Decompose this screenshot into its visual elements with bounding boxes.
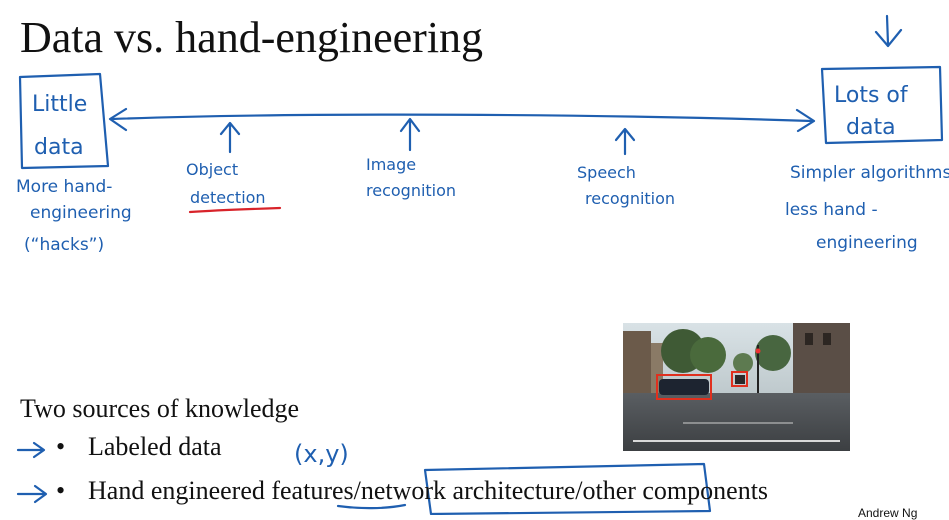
bullet-dot: • xyxy=(56,476,66,505)
xy-note: (x,y) xyxy=(294,440,349,468)
right-box-line-2: data xyxy=(846,115,896,140)
bullet-text: Hand engineered features/network archite… xyxy=(88,476,769,505)
down-arrow-icon xyxy=(874,14,903,48)
task-image-line-2: recognition xyxy=(366,181,456,200)
task-speech-line-2: recognition xyxy=(585,189,675,208)
bullet-heading: Two sources of knowledge xyxy=(20,394,300,423)
right-box-line-1: Lots of xyxy=(834,83,909,108)
axis-left-arrowhead-icon xyxy=(108,107,128,132)
bullet-arrow-icon xyxy=(16,484,48,504)
right-note-line-2: less hand - xyxy=(785,200,878,220)
task-speech-line-1: Speech xyxy=(577,163,636,182)
features-underline xyxy=(336,503,407,510)
author-credit: Andrew Ng xyxy=(858,506,918,520)
street-scene xyxy=(623,323,850,451)
detection-box xyxy=(731,371,748,387)
task-arrow-icon xyxy=(219,121,241,154)
axis-right-arrowhead-icon xyxy=(795,108,816,133)
left-note-line-1: More hand- xyxy=(16,177,112,197)
bullet-item: • Labeled data xyxy=(56,432,222,462)
bullet-item: • Hand engineered features/network archit… xyxy=(56,476,768,506)
task-arrow-icon xyxy=(399,117,421,152)
right-note-line-3: engineering xyxy=(816,233,918,253)
red-underline xyxy=(188,206,282,214)
task-object-line-1: Object xyxy=(186,160,238,179)
task-object-line-2: detection xyxy=(190,188,266,207)
left-note-line-3: (“hacks”) xyxy=(24,235,104,255)
left-box-line-1: Little xyxy=(32,92,87,117)
street-photo xyxy=(623,323,850,451)
slide-title: Data vs. hand-engineering xyxy=(20,13,484,62)
architecture-box xyxy=(423,462,712,515)
right-box xyxy=(820,65,944,145)
task-image-line-1: Image xyxy=(366,155,416,174)
left-note-line-2: engineering xyxy=(30,203,132,223)
axis-line xyxy=(110,113,814,123)
bullet-arrow-icon xyxy=(16,441,46,459)
right-note-line-1: Simpler algorithms xyxy=(790,163,949,183)
bullet-text: Labeled data xyxy=(88,432,222,461)
left-box xyxy=(18,72,110,170)
left-box-line-2: data xyxy=(34,135,84,160)
detection-box xyxy=(656,374,712,400)
task-arrow-icon xyxy=(614,127,636,156)
bullet-dot: • xyxy=(56,432,66,461)
